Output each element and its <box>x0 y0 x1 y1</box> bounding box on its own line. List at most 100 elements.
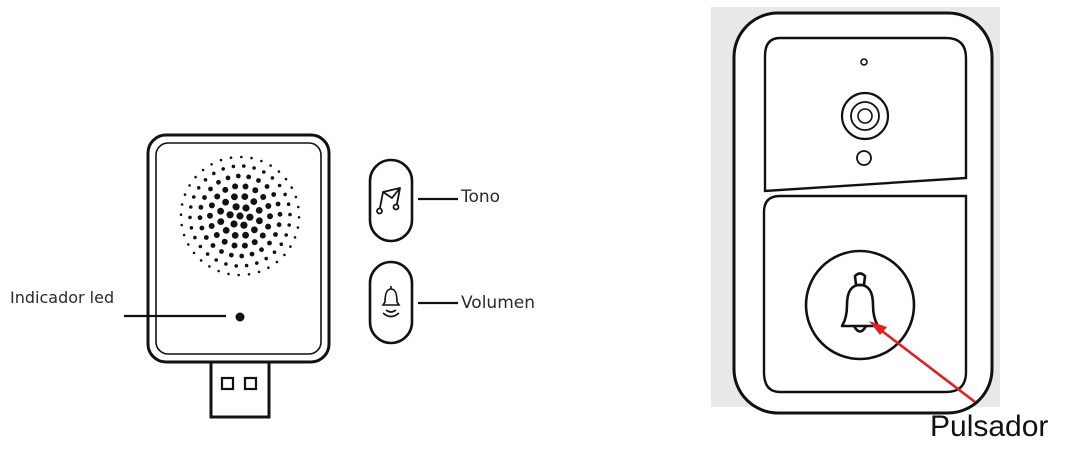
speaker-hole <box>198 204 204 210</box>
speaker-hole <box>224 262 228 266</box>
speaker-hole <box>189 226 194 230</box>
speaker-hole <box>196 186 201 190</box>
speaker-hole <box>222 186 229 193</box>
speaker-hole <box>296 226 300 229</box>
speaker-hole <box>193 235 197 240</box>
speaker-hole <box>228 252 234 258</box>
speaker-hole <box>207 212 213 219</box>
speaker-hole <box>283 192 287 197</box>
speaker-hole <box>284 233 289 237</box>
speaker-hole <box>247 273 251 276</box>
speaker-hole <box>251 226 258 234</box>
speaker-hole <box>213 232 220 238</box>
speaker-hole <box>241 193 249 201</box>
speaker-hole <box>192 251 196 255</box>
speaker-hole <box>226 211 234 219</box>
speaker-hole <box>267 213 273 220</box>
speaker-hole <box>256 217 263 225</box>
speaker-hole <box>256 178 261 183</box>
speaker-hole <box>273 232 278 237</box>
speaker-hole <box>192 195 196 199</box>
speaker-hole <box>214 258 218 262</box>
speaker-hole <box>199 225 205 231</box>
speaker-hole <box>219 158 223 162</box>
speaker-hole <box>265 203 272 209</box>
bell-icon <box>840 272 880 333</box>
speaker-hole <box>198 244 203 249</box>
speaker-hole <box>231 242 238 249</box>
pointer-arrow <box>869 321 976 404</box>
speaker-hole <box>255 207 263 214</box>
speaker-hole <box>187 243 190 246</box>
speaker-hole <box>203 178 208 182</box>
speaker-hole <box>230 220 238 228</box>
speaker-hole <box>222 198 230 206</box>
speaker-hole <box>252 187 259 194</box>
speaker-hole <box>197 215 203 221</box>
speaker-hole <box>202 195 207 200</box>
speaker-hole <box>284 177 288 181</box>
speaker-hole <box>221 167 225 171</box>
speaker-hole <box>183 193 187 196</box>
speaker-hole <box>246 213 254 221</box>
speaker-hole <box>237 273 240 277</box>
speaker-hole <box>201 168 205 172</box>
speaker-hole <box>277 170 281 173</box>
speaker-hole <box>250 156 253 160</box>
speaker-hole <box>217 207 225 215</box>
speaker-hole <box>232 183 239 190</box>
speaker-hole <box>275 260 279 264</box>
speaker-hole <box>254 261 259 265</box>
speaker-hole <box>275 201 281 207</box>
receiver-body-inner <box>155 142 322 355</box>
speaker-hole <box>252 166 256 170</box>
speaker-hole <box>208 223 215 229</box>
camera-lens-inner <box>857 108 873 124</box>
speaker-hole <box>188 215 192 220</box>
speaker-hole <box>188 184 191 187</box>
speaker-hole <box>271 192 277 197</box>
speaker-hole <box>283 253 286 257</box>
speaker-hole <box>294 195 298 199</box>
light-sensor <box>860 58 868 66</box>
speaker-hole <box>210 243 216 248</box>
speaker-hole <box>249 251 255 257</box>
speaker-hole <box>227 272 230 276</box>
speaker-hole <box>217 218 225 226</box>
speaker-hole <box>262 170 266 174</box>
speaker-hole <box>208 202 215 209</box>
speaker-hole <box>232 203 240 211</box>
speaker-hole <box>231 232 239 239</box>
speaker-hole <box>287 223 292 227</box>
speaker-hole <box>179 213 183 216</box>
speaker-hole <box>180 203 184 206</box>
speaker-hole <box>264 256 269 261</box>
speaker-hole <box>189 205 193 209</box>
speaker-hole <box>214 193 221 200</box>
speaker-hole <box>180 223 183 227</box>
led-indicator-label: Indicador led <box>10 288 115 307</box>
volume-label: Volumen <box>461 293 536 313</box>
speaker-hole <box>216 179 221 185</box>
speaker-hole <box>236 212 244 220</box>
speaker-hole <box>242 183 249 190</box>
speaker-hole <box>293 236 297 239</box>
speaker-hole <box>240 221 248 229</box>
speaker-hole <box>229 156 233 159</box>
speaker-hole <box>297 216 301 219</box>
button-label: Pulsador <box>930 410 1049 443</box>
speaker-hole <box>242 231 250 239</box>
speaker-hole <box>231 164 236 169</box>
speaker-hole <box>208 265 211 268</box>
speaker-hole <box>269 164 272 167</box>
doorbell-button <box>804 249 916 361</box>
speaker-hole <box>264 184 270 189</box>
speaker-hole <box>267 240 272 246</box>
speaker-hole <box>260 159 263 163</box>
speaker-hole <box>277 211 283 217</box>
speaker-hole <box>242 204 250 212</box>
speaker-hole <box>244 263 249 268</box>
speaker-hole <box>210 163 213 166</box>
